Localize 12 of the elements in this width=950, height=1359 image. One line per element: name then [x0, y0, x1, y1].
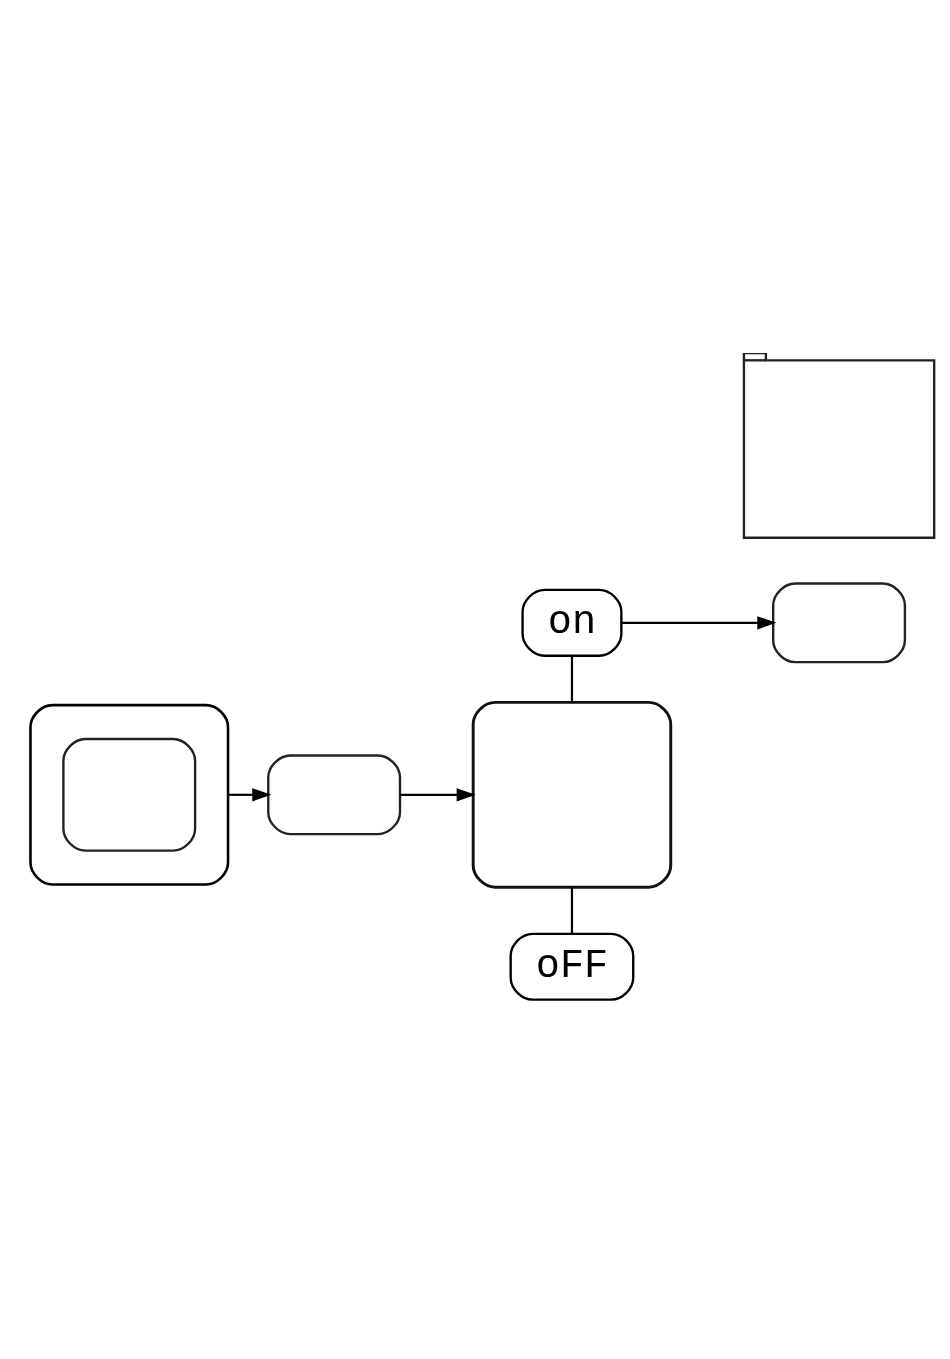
node-box: oFF — [509, 932, 635, 1001]
arrow — [621, 615, 777, 629]
node-box — [471, 700, 673, 889]
arrow — [228, 787, 272, 801]
cluster — [29, 703, 230, 886]
node-box — [267, 753, 402, 835]
connector — [570, 655, 574, 702]
node-box — [62, 737, 197, 852]
connector — [570, 886, 574, 933]
arrow — [400, 787, 476, 801]
node-box: on — [521, 588, 623, 657]
node-box — [772, 581, 907, 663]
